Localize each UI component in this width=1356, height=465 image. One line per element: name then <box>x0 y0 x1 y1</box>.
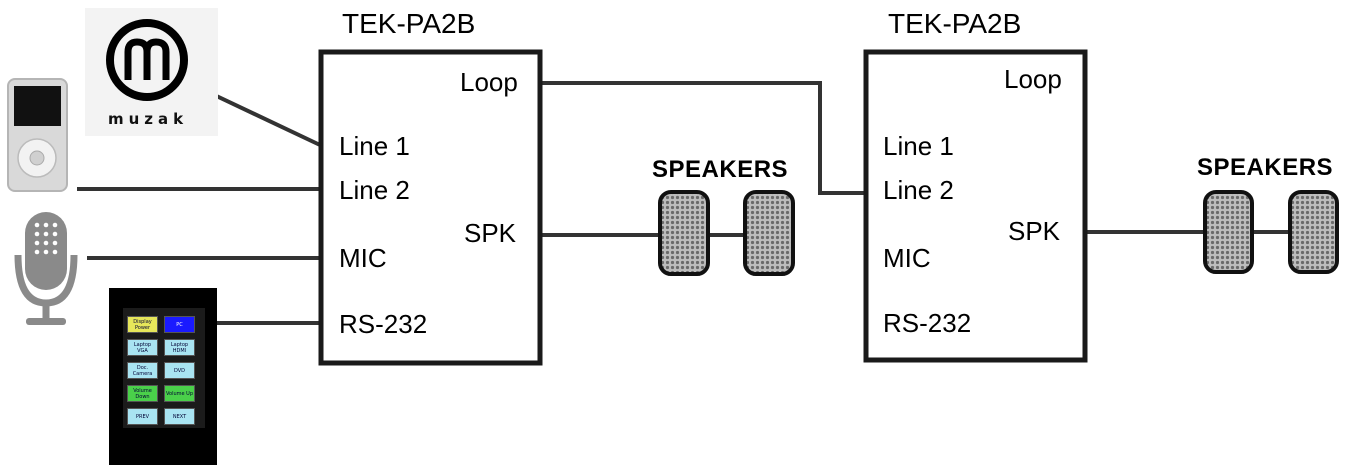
touch-panel-button[interactable]: PC <box>164 316 195 333</box>
touch-panel-button[interactable]: Volume Up <box>164 385 195 402</box>
port-spk-1: SPK <box>464 218 517 248</box>
amp-box-2 <box>863 49 1088 363</box>
speaker-icon <box>1203 190 1254 274</box>
port-mic-2: MIC <box>883 243 931 273</box>
microphone-icon <box>14 212 78 325</box>
speakers-label-2: SPEAKERS <box>1197 154 1334 181</box>
port-loop-1: Loop <box>460 67 518 97</box>
touch-panel: Display Power PC Laptop VGA Laptop HDMI Doc.… <box>109 288 217 465</box>
speaker-icon <box>658 190 710 276</box>
touch-panel-button[interactable]: Volume Down <box>127 385 158 402</box>
ipod-icon <box>7 78 68 192</box>
wire-loop-to-line2 <box>540 81 866 195</box>
touch-panel-button[interactable]: DVD <box>164 362 195 379</box>
port-rs232-2: RS-232 <box>883 308 972 338</box>
port-spk-2: SPK <box>1008 216 1061 246</box>
amp-title-2: TEK-PA2B <box>888 8 1022 39</box>
port-line1-1: Line 1 <box>339 131 410 161</box>
touch-panel-button[interactable]: Laptop VGA <box>127 339 158 356</box>
port-line2-2: Line 2 <box>883 175 954 205</box>
muzak-logo-icon <box>85 8 218 136</box>
wires <box>77 81 1290 325</box>
touch-panel-button[interactable]: PREV <box>127 408 158 425</box>
port-rs232-1: RS-232 <box>339 309 428 339</box>
speaker-icon <box>1288 190 1339 274</box>
port-line1-2: Line 1 <box>883 131 954 161</box>
speakers-label-1: SPEAKERS <box>652 156 789 183</box>
amp-box-1 <box>318 49 543 366</box>
amp-title-1: TEK-PA2B <box>342 8 476 39</box>
touch-panel-button[interactable]: Laptop HDMI <box>164 339 195 356</box>
port-mic-1: MIC <box>339 243 387 273</box>
port-loop-2: Loop <box>1004 64 1062 94</box>
port-line2-1: Line 2 <box>339 175 410 205</box>
muzak-brand-text: muzak <box>108 110 189 128</box>
speaker-icon <box>743 190 795 276</box>
touch-panel-button[interactable]: Doc. Camera <box>127 362 158 379</box>
touch-panel-button[interactable]: Display Power <box>127 316 158 333</box>
touch-panel-button[interactable]: NEXT <box>164 408 195 425</box>
